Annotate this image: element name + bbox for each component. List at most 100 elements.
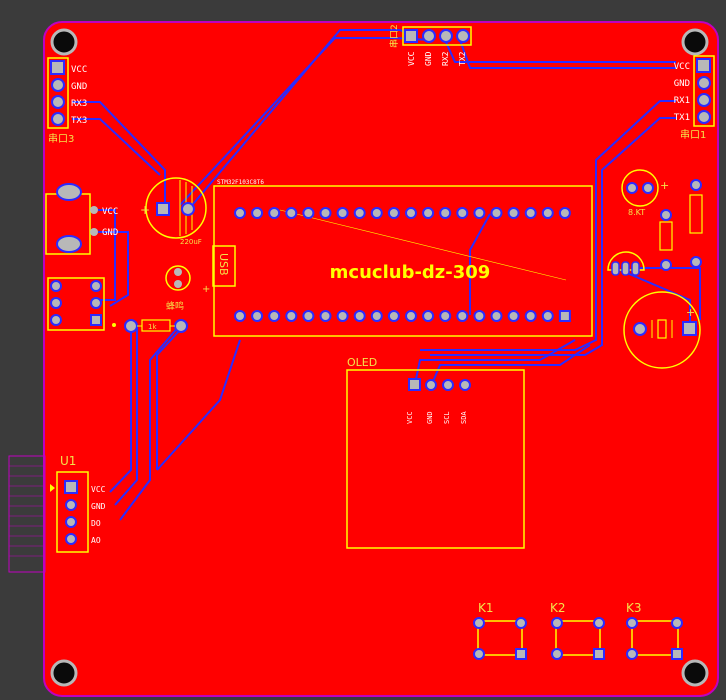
mcu-pin-pad bbox=[507, 207, 520, 219]
mcu-pin-pad bbox=[405, 310, 417, 322]
u1-pin-gnd: GND bbox=[91, 502, 106, 511]
mcu-pin-pad bbox=[439, 207, 452, 219]
mcu-pin-pad bbox=[319, 310, 332, 322]
mcu-pins-bottom bbox=[234, 310, 571, 322]
uart1-pin-rx: RX1 bbox=[674, 96, 690, 106]
crystal-plus: + bbox=[686, 306, 695, 319]
edge-connector-hatch bbox=[9, 465, 45, 557]
edge-connector-outline bbox=[8, 455, 46, 573]
electrolytic-capacitor: + bbox=[140, 177, 207, 239]
mcu-pin-pad bbox=[336, 207, 349, 219]
mcu-pin-pad bbox=[490, 207, 503, 219]
uart1-header bbox=[693, 55, 715, 127]
cap-value: 220uF bbox=[180, 238, 202, 246]
mount-hole-bottom-left bbox=[50, 659, 78, 687]
power-jack bbox=[45, 183, 98, 255]
mcu-pin-pad bbox=[524, 207, 537, 219]
oled-label: OLED bbox=[347, 356, 377, 369]
mount-hole-top-right bbox=[681, 28, 709, 56]
power-pin-vcc: VCC bbox=[102, 207, 118, 217]
mcu-pin-pad bbox=[558, 310, 571, 322]
mcu-pin-pad bbox=[456, 310, 469, 322]
uart2-pin-vcc: VCC bbox=[407, 51, 416, 66]
crystal-capacitor: + bbox=[623, 291, 701, 369]
mcu-pin-pad bbox=[473, 310, 486, 322]
oled-pin-scl: SCL bbox=[443, 411, 451, 424]
mount-hole-top-left bbox=[50, 28, 78, 56]
uart3-pin-gnd: GND bbox=[71, 82, 87, 92]
mcu-pin-pad bbox=[387, 207, 400, 219]
led-indicator: + bbox=[621, 169, 669, 207]
oled-pin-sda: SDA bbox=[460, 411, 468, 424]
mcu-pin-pad bbox=[251, 207, 264, 219]
mcu-pin-pad bbox=[353, 207, 366, 219]
uart1-pin-tx: TX1 bbox=[674, 113, 690, 123]
buzzer-plus: + bbox=[202, 284, 210, 295]
resistor-value: 1k bbox=[148, 323, 157, 331]
mcu-pin-pad bbox=[507, 310, 520, 322]
uart2-pin-rx: RX2 bbox=[441, 51, 450, 66]
mcu-pin-pad bbox=[422, 310, 435, 322]
led-plus: + bbox=[660, 179, 669, 192]
uart1-pin-vcc: VCC bbox=[674, 62, 690, 72]
traces bbox=[72, 29, 701, 521]
oled-pin-vcc: VCC bbox=[406, 411, 414, 424]
mcu-pin-pad bbox=[422, 207, 435, 219]
mcu-pin-pad bbox=[302, 310, 315, 322]
mcu-pin-pad bbox=[541, 207, 554, 219]
oled-pin-gnd: GND bbox=[426, 411, 434, 424]
key-k1-label: K1 bbox=[478, 601, 494, 615]
usb-outline bbox=[212, 245, 236, 287]
power-pin-gnd: GND bbox=[102, 228, 118, 238]
mcu-pin-pad bbox=[285, 310, 298, 322]
u1-pin-vcc: VCC bbox=[91, 485, 106, 494]
uart2-label: 串口2 bbox=[389, 24, 400, 48]
mcu-pin-pad bbox=[473, 207, 486, 219]
mcu-pin-pad bbox=[558, 207, 571, 219]
mcu-pin-pad bbox=[387, 310, 400, 322]
uart3-pin-vcc: VCC bbox=[71, 65, 87, 75]
mounting-holes bbox=[50, 28, 709, 687]
mcu-pin-pad bbox=[319, 207, 332, 219]
copper-pour bbox=[43, 21, 719, 697]
u1-pin-do: DO bbox=[91, 519, 101, 528]
mcu-pin-pad bbox=[353, 310, 366, 322]
mcu-pin-pad bbox=[439, 310, 452, 322]
u1-header bbox=[50, 471, 89, 553]
usb-label: USB bbox=[217, 253, 230, 276]
key-k2 bbox=[551, 617, 605, 660]
mcu-silk-label: STM32F103C8T6 bbox=[217, 179, 264, 186]
mcu-module bbox=[213, 185, 593, 337]
power-switch bbox=[47, 277, 105, 331]
key-k2-label: K2 bbox=[550, 601, 566, 615]
uart2-pin-tx: TX2 bbox=[458, 51, 467, 66]
mcu-pin-pad bbox=[336, 310, 349, 322]
transistor bbox=[607, 251, 645, 276]
mcu-pin-pad bbox=[541, 310, 554, 322]
mcu-pin-pad bbox=[234, 310, 246, 322]
key-k1 bbox=[473, 617, 527, 660]
mcu-pin-pad bbox=[370, 207, 383, 219]
vertical-resistor-a bbox=[659, 209, 673, 271]
uart3-pin-tx: TX3 bbox=[71, 116, 87, 126]
uart3-header bbox=[47, 57, 69, 129]
uart2-header bbox=[402, 26, 472, 46]
mcu-pin-pad bbox=[268, 310, 281, 322]
mcu-pin-pad bbox=[370, 310, 383, 322]
vertical-resistor-b bbox=[689, 179, 703, 268]
mcu-pin-pad bbox=[251, 310, 264, 322]
cap-plus-mark: + bbox=[140, 203, 150, 217]
mcu-pin-pad bbox=[490, 310, 503, 322]
mcu-pin-pad bbox=[234, 207, 246, 219]
uart3-pin-rx: RX3 bbox=[71, 99, 87, 109]
mount-hole-bottom-right bbox=[681, 659, 709, 687]
buzzer-label: 蜂鸣 bbox=[166, 300, 184, 312]
oled-module bbox=[346, 369, 525, 549]
mcu-pins-top bbox=[234, 207, 571, 219]
u1-label: U1 bbox=[60, 454, 76, 468]
u1-pin-ao: AO bbox=[91, 536, 101, 545]
mcu-pin-pad bbox=[302, 207, 315, 219]
mcu-pin-pad bbox=[285, 207, 298, 219]
key-k3 bbox=[626, 617, 683, 660]
